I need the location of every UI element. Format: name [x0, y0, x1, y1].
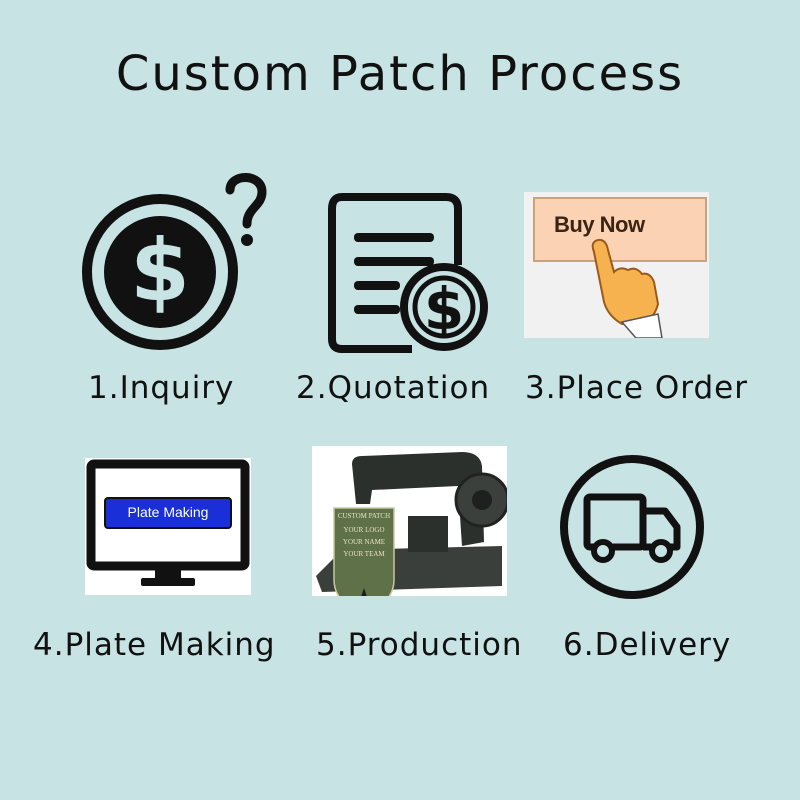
step-label: 6.Delivery: [563, 627, 732, 663]
patch-line-2: YOUR LOGO: [343, 526, 385, 534]
dollar-question-icon: $: [82, 173, 267, 350]
patch-line-3: YOUR NAME: [342, 538, 386, 546]
buy-now-hand-icon: Buy Now: [524, 192, 709, 338]
patch-line-4: YOUR TEAM: [343, 550, 385, 558]
svg-text:$: $: [424, 275, 464, 343]
step-label: 5.Production: [316, 627, 523, 663]
patch-shield-icon: [333, 507, 395, 596]
step-label: 4.Plate Making: [33, 627, 276, 663]
step-label: 2.Quotation: [296, 370, 491, 406]
buy-now-text: Buy Now: [554, 212, 645, 237]
plate-making-button-text: Plate Making: [127, 504, 209, 520]
step-label: 1.Inquiry: [88, 370, 235, 406]
delivery-truck-icon: [560, 455, 704, 599]
page-title: Custom Patch Process: [115, 46, 685, 102]
step-label: 3.Place Order: [525, 370, 748, 406]
svg-text:$: $: [130, 221, 190, 321]
document-dollar-icon: $: [328, 193, 488, 353]
sewing-machine-icon: CUSTOM PATCH YOUR LOGO YOUR NAME YOUR TE…: [312, 446, 507, 596]
patch-line-1: CUSTOM PATCH: [337, 512, 391, 520]
monitor-icon: Plate Making: [85, 458, 251, 595]
